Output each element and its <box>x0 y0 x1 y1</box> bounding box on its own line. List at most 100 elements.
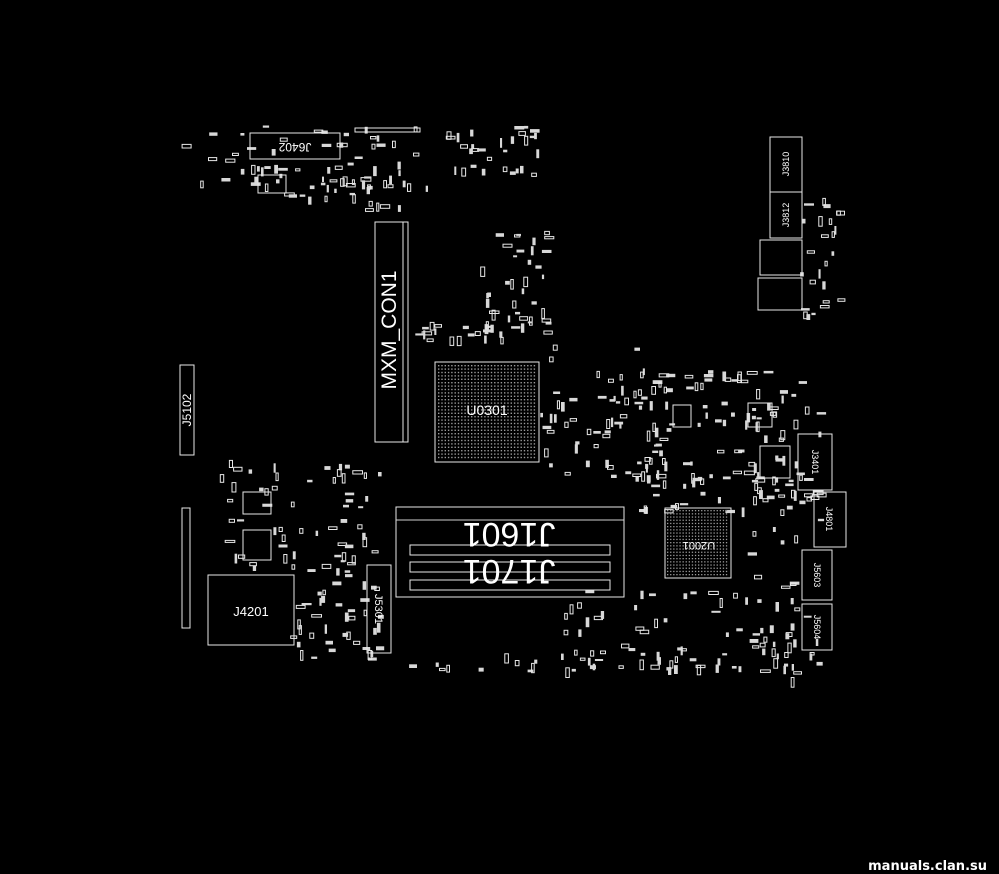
cpu-ball <box>530 409 532 411</box>
cpu-ball <box>513 412 516 414</box>
chipset-ball <box>710 535 712 537</box>
passive-component <box>300 650 304 661</box>
chipset-ball <box>707 545 709 547</box>
passive-component <box>228 459 233 468</box>
cpu-ball <box>454 368 456 370</box>
passive-component <box>524 135 529 146</box>
cpu-ball <box>517 365 519 367</box>
passive-component <box>717 658 721 666</box>
passive-component <box>520 165 524 174</box>
passive-component <box>822 281 826 290</box>
passive-component <box>659 450 663 457</box>
passive-component <box>690 591 697 595</box>
cpu-ball <box>447 395 450 397</box>
cpu-ball <box>438 405 440 408</box>
cpu-ball <box>444 426 446 428</box>
cpu-ball <box>497 405 499 408</box>
cpu-ball <box>527 433 529 435</box>
passive-component <box>569 418 578 422</box>
passive-component <box>597 395 607 399</box>
cpu-ball <box>487 399 489 401</box>
cpu-ball <box>497 371 499 374</box>
chipset-ball <box>698 535 700 537</box>
cpu-ball <box>441 399 443 401</box>
cpu-ball <box>490 443 493 445</box>
cpu-ball <box>520 456 522 459</box>
passive-component <box>780 540 785 545</box>
passive-component <box>561 653 564 660</box>
cpu-ball <box>444 382 446 384</box>
cpu-ball <box>474 371 476 374</box>
passive-component <box>790 598 794 605</box>
cpu-ball <box>444 429 446 431</box>
chipset-ball <box>719 538 721 541</box>
passive-component <box>794 461 799 469</box>
chipset-ball <box>707 522 709 525</box>
cpu-ball <box>510 395 512 397</box>
cpu-ball <box>520 388 522 391</box>
chipset-ball <box>701 516 703 518</box>
j3810-label: J3810 <box>781 152 791 177</box>
chipset-ball <box>719 532 721 534</box>
cpu-ball <box>507 409 509 411</box>
passive-component <box>831 231 835 238</box>
cpu-ball <box>441 439 443 442</box>
cpu-ball <box>487 405 489 408</box>
cpu-ball <box>451 388 453 391</box>
passive-component <box>734 449 743 454</box>
passive-component <box>362 581 367 590</box>
cpu-ball <box>471 405 473 408</box>
chipset-ball <box>701 526 703 528</box>
passive-component <box>341 552 347 562</box>
cpu-ball <box>441 422 443 425</box>
j3401-label: J3401 <box>810 450 820 475</box>
passive-component <box>743 470 755 476</box>
cpu-ball <box>454 443 456 445</box>
cpu-ball <box>494 446 496 448</box>
cpu-ball <box>490 375 493 377</box>
passive-component <box>544 448 549 458</box>
passive-component <box>487 292 491 297</box>
chipset-ball <box>719 574 721 576</box>
chipset-ball <box>701 542 703 544</box>
cpu-ball <box>451 456 453 459</box>
passive-component <box>677 647 683 651</box>
chipset-ball <box>698 529 700 531</box>
chipset-ball <box>691 538 694 541</box>
passive-component <box>553 391 561 394</box>
passive-component <box>577 602 582 609</box>
cpu-ball <box>451 371 453 374</box>
cpu-ball <box>520 433 522 435</box>
passive-component <box>332 477 336 484</box>
passive-component <box>821 234 829 238</box>
cpu-ball <box>513 382 516 384</box>
passive-component <box>500 138 503 148</box>
passive-component <box>683 462 692 466</box>
cpu-ball <box>497 453 499 455</box>
cpu-ball <box>530 371 532 374</box>
chipset-ball <box>679 561 681 563</box>
passive-component <box>531 301 537 305</box>
passive-component <box>329 179 338 183</box>
cpu-ball <box>454 439 456 442</box>
cpu-ball <box>467 453 470 455</box>
cpu-ball <box>517 368 519 370</box>
passive-component <box>434 324 442 328</box>
chipset-ball <box>667 535 669 537</box>
cpu-ball <box>504 382 506 384</box>
chipset-ball <box>688 529 690 531</box>
cpu-ball <box>490 436 493 438</box>
cpu-ball <box>477 433 479 435</box>
chipset-ball <box>722 548 725 550</box>
chipset-ball <box>701 545 703 547</box>
chipset-ball <box>670 545 672 547</box>
passive-component <box>793 490 797 501</box>
cpu-ball <box>441 375 443 377</box>
passive-component <box>489 310 500 314</box>
passive-component <box>421 331 433 336</box>
cpu-ball <box>480 453 483 455</box>
passive-component <box>311 656 318 659</box>
cpu-ball <box>438 409 440 411</box>
cpu-ball <box>500 402 503 404</box>
cpu-ball <box>504 416 506 418</box>
